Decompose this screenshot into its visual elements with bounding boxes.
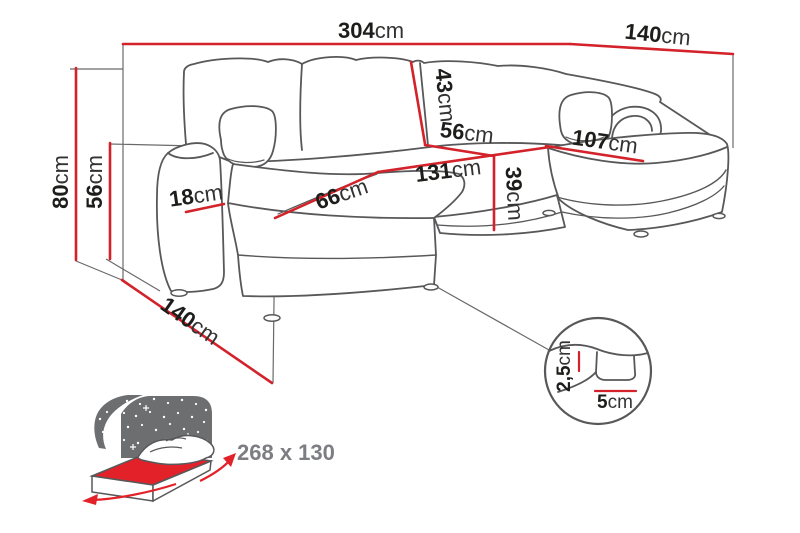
- unfold-arrows: [82, 453, 236, 505]
- leader-line-leg-detail: [436, 286, 550, 351]
- left-pillow-fold-line: [225, 157, 265, 164]
- back-cushion-divider-1: [299, 63, 303, 151]
- dim-left-depth-line: [120, 278, 274, 385]
- foot-armrest: [170, 289, 188, 297]
- dim-total-width-label: 304cm: [338, 18, 404, 43]
- foot-left-inner: [423, 283, 439, 291]
- dim-right-depth-line: [568, 42, 735, 56]
- mattress-side-face: [152, 459, 212, 503]
- right-armrest-inner-line: [611, 115, 653, 141]
- back-cushion-divider-2: [419, 62, 429, 147]
- dim-left-chaise-seat-line: [273, 170, 380, 220]
- right-chaise-plinth-line: [561, 185, 725, 219]
- extension-line-bottom-left: [75, 260, 123, 281]
- dim-back-cushion-height-label: 43cm: [430, 67, 460, 123]
- foot-right-front: [633, 230, 649, 238]
- headboard-swoosh-shape: [94, 395, 143, 449]
- extension-line-seat-bottom: [105, 258, 161, 292]
- detail-base-edge: [548, 343, 649, 357]
- left-chaise: [227, 163, 466, 298]
- blanket-fold-lines: [149, 437, 187, 453]
- unfold-arrow-left: [92, 482, 177, 502]
- detail-leg-outline: [595, 351, 637, 381]
- dim-middle-seat-width-line: [376, 145, 552, 174]
- unfold-arrow-left-head: [82, 494, 98, 505]
- left-chaise-cushion-line: [237, 254, 437, 260]
- dim-leg-height-label: 2,5cm: [554, 340, 575, 392]
- leg-detail-circle: [543, 316, 653, 426]
- left-armrest-top-line: [167, 152, 214, 160]
- foot-right-outer: [712, 212, 726, 220]
- left-armrest: [155, 142, 225, 293]
- dim-left-depth-label: 140cm: [156, 292, 224, 350]
- dim-seat-front-height-label: 39cm: [501, 166, 529, 221]
- unfold-arrow-right-head: [223, 453, 236, 467]
- right-chaise-cushion-line: [556, 169, 727, 206]
- dim-middle-seat-depth-label: 56cm: [439, 117, 495, 148]
- sofa-drawing: [155, 56, 730, 322]
- dim-leg-width-label: 5cm: [597, 392, 633, 413]
- dim-right-chaise-seat-line: [544, 144, 645, 163]
- dim-seat-back-height-label: 56cm: [82, 155, 107, 209]
- right-chaise-seat-edge: [547, 146, 728, 165]
- sofa-bed-icon: 268 x 130: [82, 395, 335, 505]
- dim-back-cushion-height-line: [409, 60, 427, 146]
- right-chaise: [547, 131, 730, 231]
- left-chaise-seat-edge: [227, 202, 435, 220]
- middle-seat-front: [433, 194, 566, 236]
- dim-right-depth-label: 140cm: [624, 19, 692, 51]
- dim-overall-height-label: 80cm: [48, 155, 73, 209]
- dimension-labels: 304cm 140cm 80cm 56cm 18cm 43cm 56cm 39c…: [48, 18, 692, 413]
- dim-right-chaise-seat-label: 107cm: [571, 125, 640, 159]
- sofa-feet: [170, 209, 726, 322]
- foot-left-front: [263, 314, 281, 322]
- dim-middle-seat-depth-line: [423, 143, 496, 158]
- foot-middle: [542, 209, 556, 217]
- dim-middle-seat-width-label: 131cm: [414, 154, 483, 187]
- detail-under-curve: [557, 371, 597, 393]
- dim-armrest-width-line: [184, 202, 226, 214]
- left-throw-pillow: [218, 105, 277, 168]
- dimension-lines: [74, 42, 735, 393]
- dim-armrest-width-label: 18cm: [168, 179, 225, 211]
- sleeping-area-label: 268 x 130: [237, 440, 335, 465]
